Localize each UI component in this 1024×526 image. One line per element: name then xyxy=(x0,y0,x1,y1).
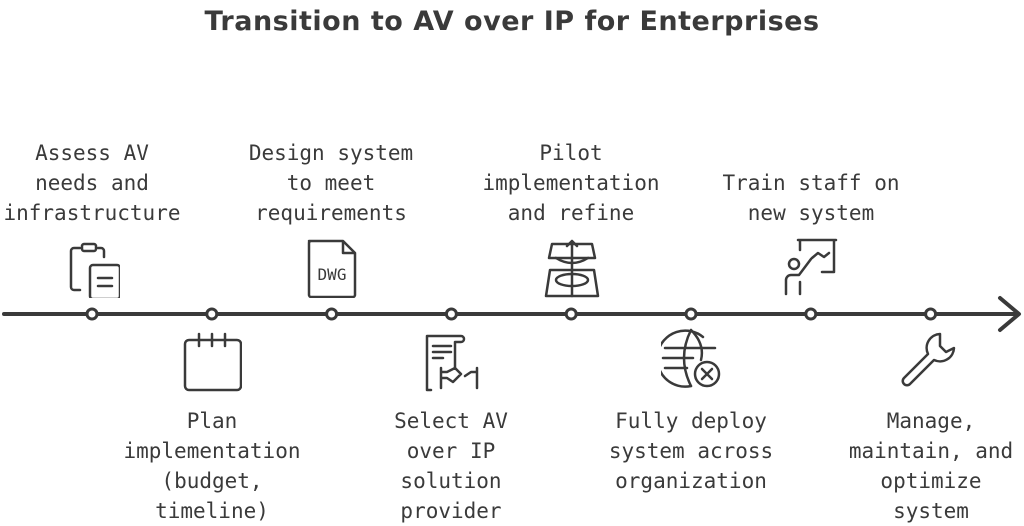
timeline-node-7 xyxy=(804,307,818,321)
step-7-label: Train staff on new system xyxy=(722,171,900,225)
map-pin-icon xyxy=(542,238,602,298)
step-4-label: Select AV over IP solution provider xyxy=(394,409,508,523)
wrench-icon xyxy=(900,330,960,390)
step-8-label: Manage, maintain, and optimize system xyxy=(848,409,1014,523)
timeline-node-1 xyxy=(85,307,99,321)
step-3-label: Design system to meet requirements xyxy=(248,141,414,225)
timeline-node-2 xyxy=(205,307,219,321)
timeline-node-8 xyxy=(924,307,938,321)
step-5-label: Pilot implementation and refine xyxy=(482,141,660,225)
clipboard-icon xyxy=(60,238,122,301)
globe-x-icon xyxy=(656,328,721,388)
svg-text:DWG: DWG xyxy=(318,265,347,284)
timeline-arrowhead xyxy=(998,296,1021,332)
diagram-title: Transition to AV over IP for Enterprises xyxy=(204,6,820,37)
presenter-board-icon xyxy=(780,236,840,296)
step-2-label: Plan implementation (budget, timeline) xyxy=(123,409,301,523)
calendar-icon xyxy=(182,332,243,392)
contract-handshake-icon xyxy=(421,332,481,392)
step-1-label: Assess AV needs and infrastructure xyxy=(3,141,181,225)
dwg-file-icon: DWG xyxy=(300,238,360,299)
step-6-label: Fully deploy system across organization xyxy=(608,409,774,493)
timeline-node-6 xyxy=(684,307,698,321)
timeline-node-3 xyxy=(325,307,339,321)
timeline-node-4 xyxy=(444,307,458,321)
timeline-node-5 xyxy=(564,307,578,321)
